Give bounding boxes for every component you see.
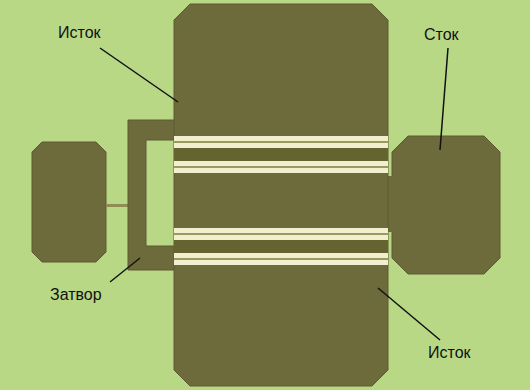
gate-feed <box>106 204 130 207</box>
gate-finger <box>174 166 388 168</box>
leader-line <box>440 48 448 150</box>
drain-finger <box>174 240 388 253</box>
gate-bus <box>128 120 178 270</box>
leader-line <box>378 288 440 340</box>
source-pad <box>174 4 388 386</box>
part-label: Сток <box>424 26 459 44</box>
gate-finger <box>174 233 388 235</box>
drain-pad <box>392 136 500 274</box>
gate-finger <box>174 258 388 260</box>
part-label: Затвор <box>50 286 102 304</box>
gate-pad <box>32 142 106 262</box>
leader-line <box>100 48 178 102</box>
part-label: Исток <box>58 24 101 42</box>
leader-line <box>110 258 140 282</box>
gate-finger <box>174 141 388 143</box>
drain-finger <box>174 148 388 161</box>
ohmic-gap <box>174 253 388 265</box>
ohmic-gap <box>174 228 388 240</box>
ohmic-gap <box>174 136 388 148</box>
part-label: Исток <box>428 344 471 362</box>
ohmic-gap <box>174 161 388 173</box>
